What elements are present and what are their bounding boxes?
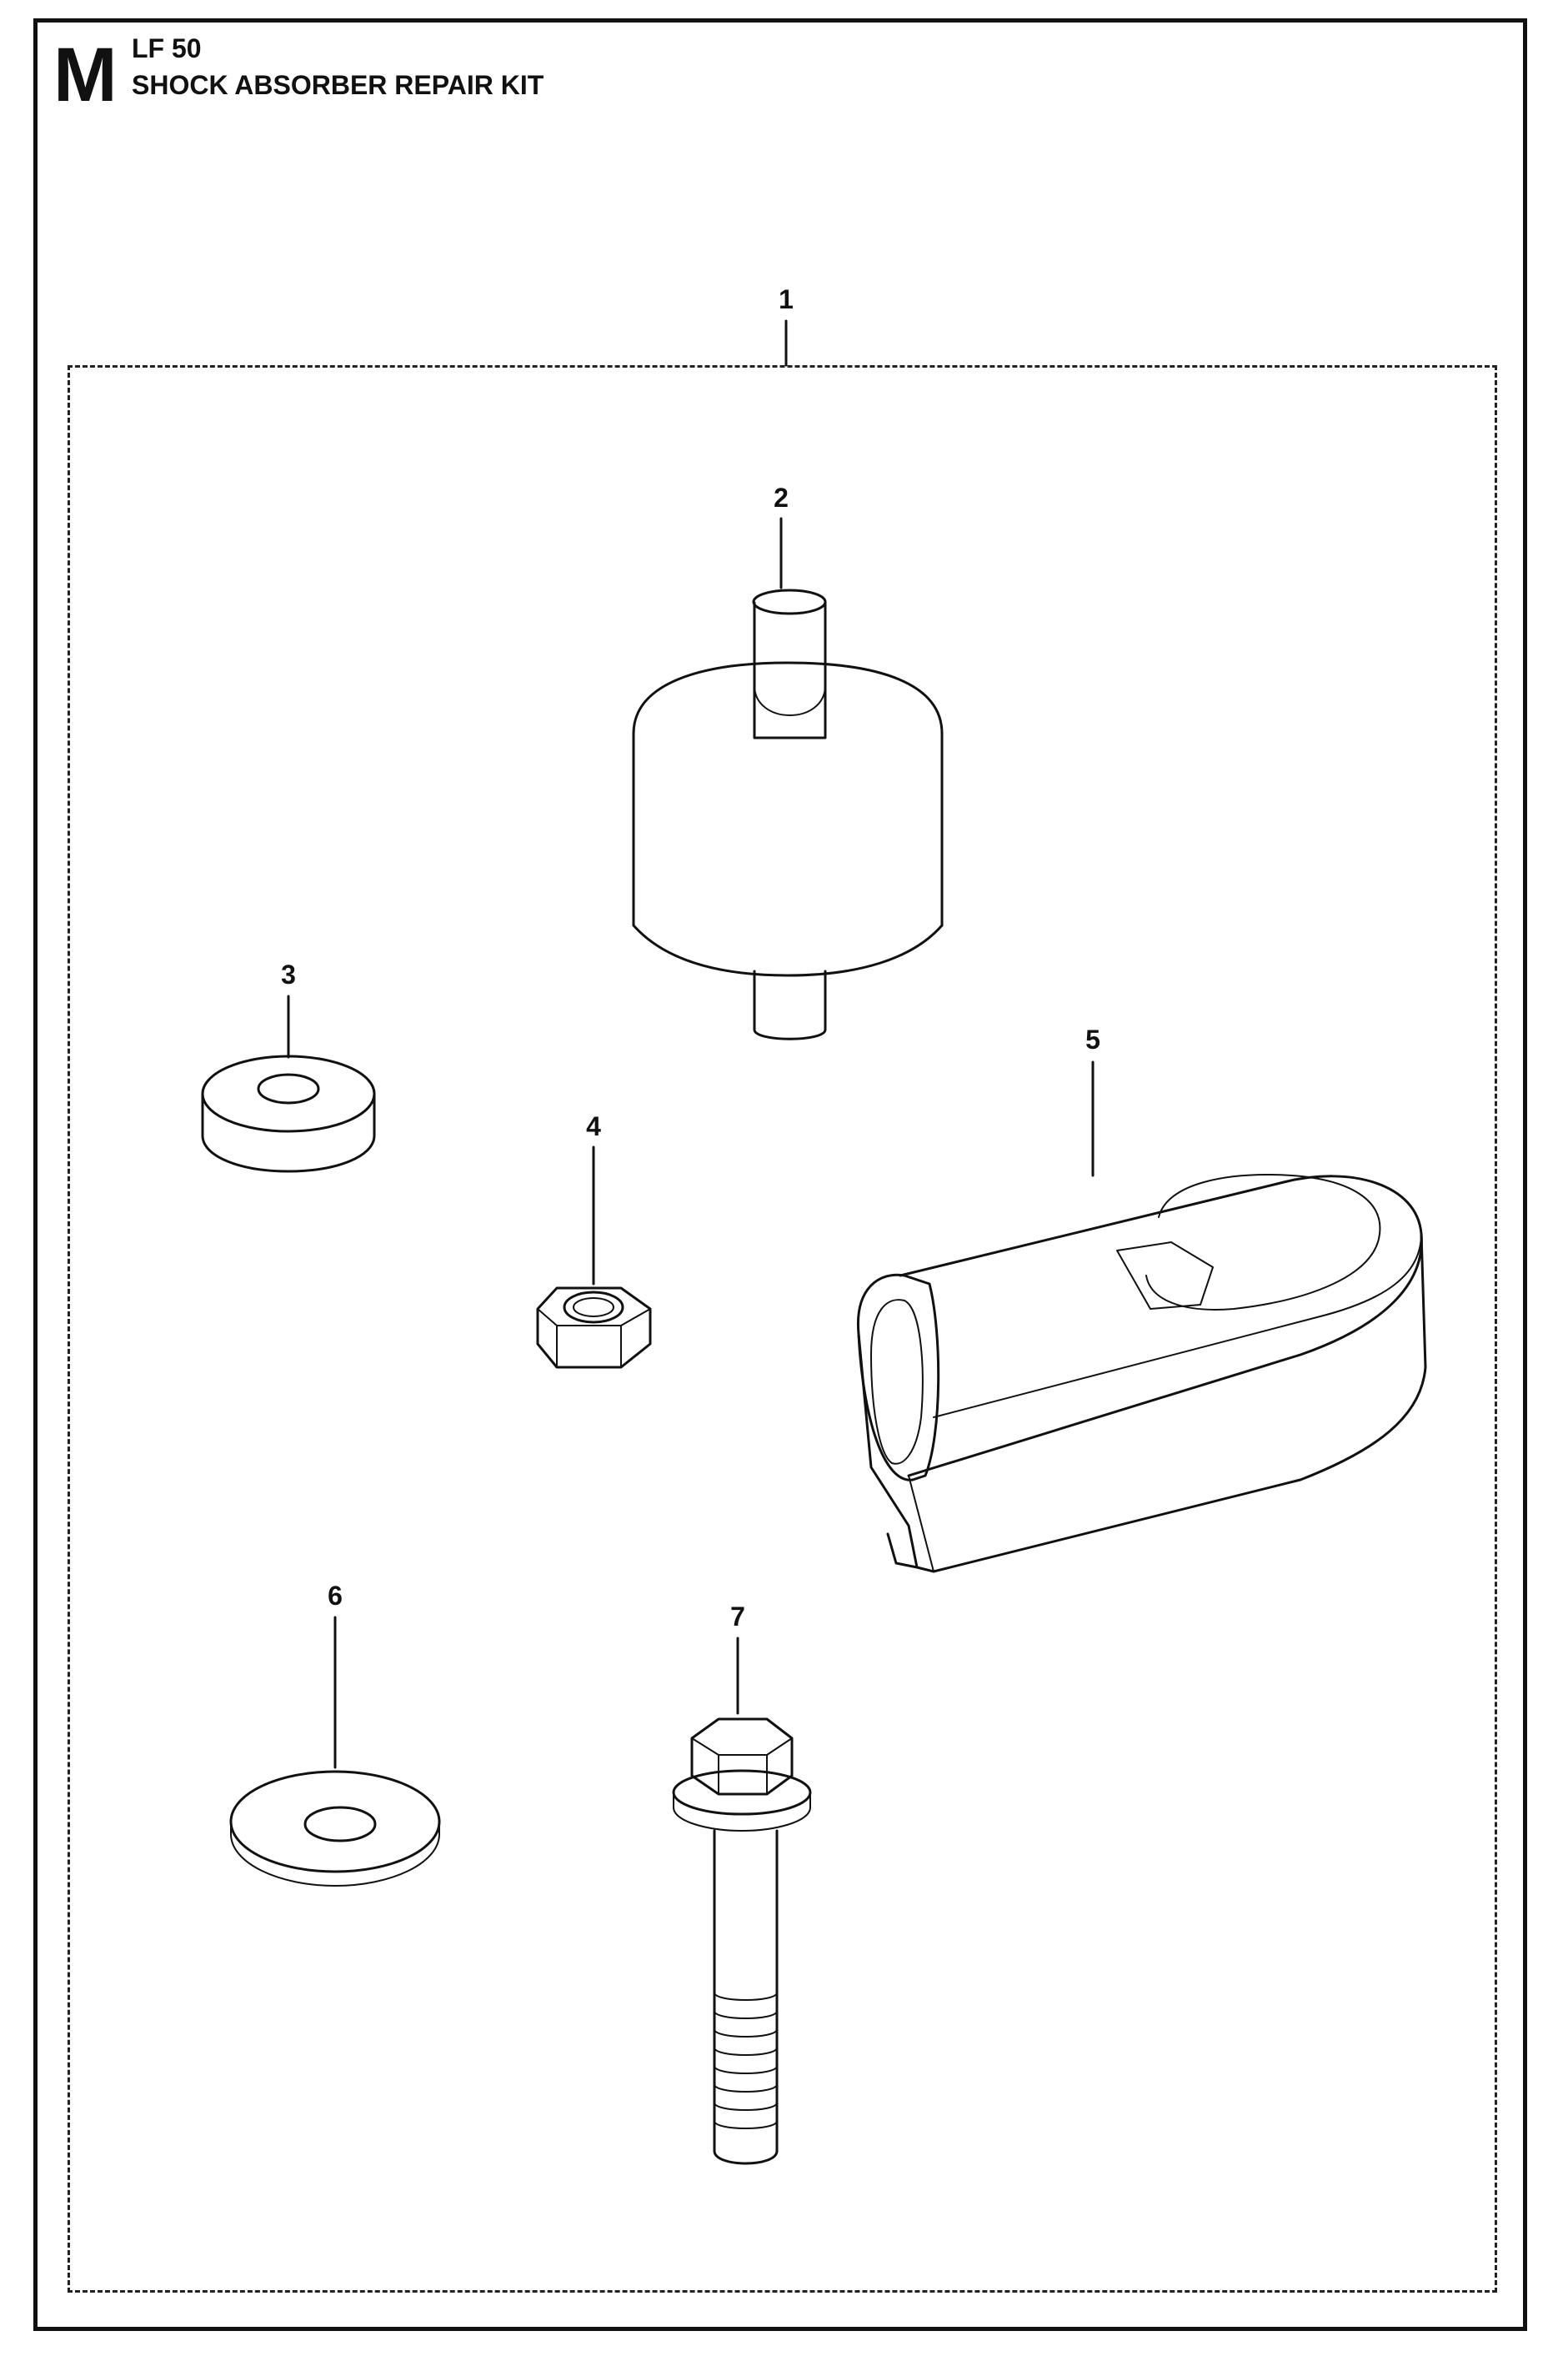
callout-number: 7 xyxy=(730,1602,745,1632)
callout-number: 2 xyxy=(774,483,789,513)
callout-number: 1 xyxy=(779,284,794,314)
page-title: SHOCK ABSORBER REPAIR KIT xyxy=(132,70,544,100)
model-name: LF 50 xyxy=(132,33,202,63)
callout-number: 3 xyxy=(281,960,296,990)
hex-nut-icon: 4 xyxy=(536,1111,652,1369)
thick-washer-icon: 3 xyxy=(201,960,376,1173)
page-frame xyxy=(33,18,1527,2331)
section-letter: M xyxy=(53,33,118,118)
callout-number: 6 xyxy=(328,1581,343,1611)
callout-number: 5 xyxy=(1085,1025,1100,1055)
kit-group-box xyxy=(68,365,1497,2293)
callout-number: 4 xyxy=(586,1111,601,1141)
rubber-shock-absorber-icon: 2 xyxy=(632,483,944,1040)
clamp-cover-icon: 5 xyxy=(856,1025,1427,1573)
flange-bolt-icon: 7 xyxy=(672,1602,812,2165)
flat-washer-icon: 6 xyxy=(229,1581,441,1887)
callout-1: 1 xyxy=(779,284,794,367)
